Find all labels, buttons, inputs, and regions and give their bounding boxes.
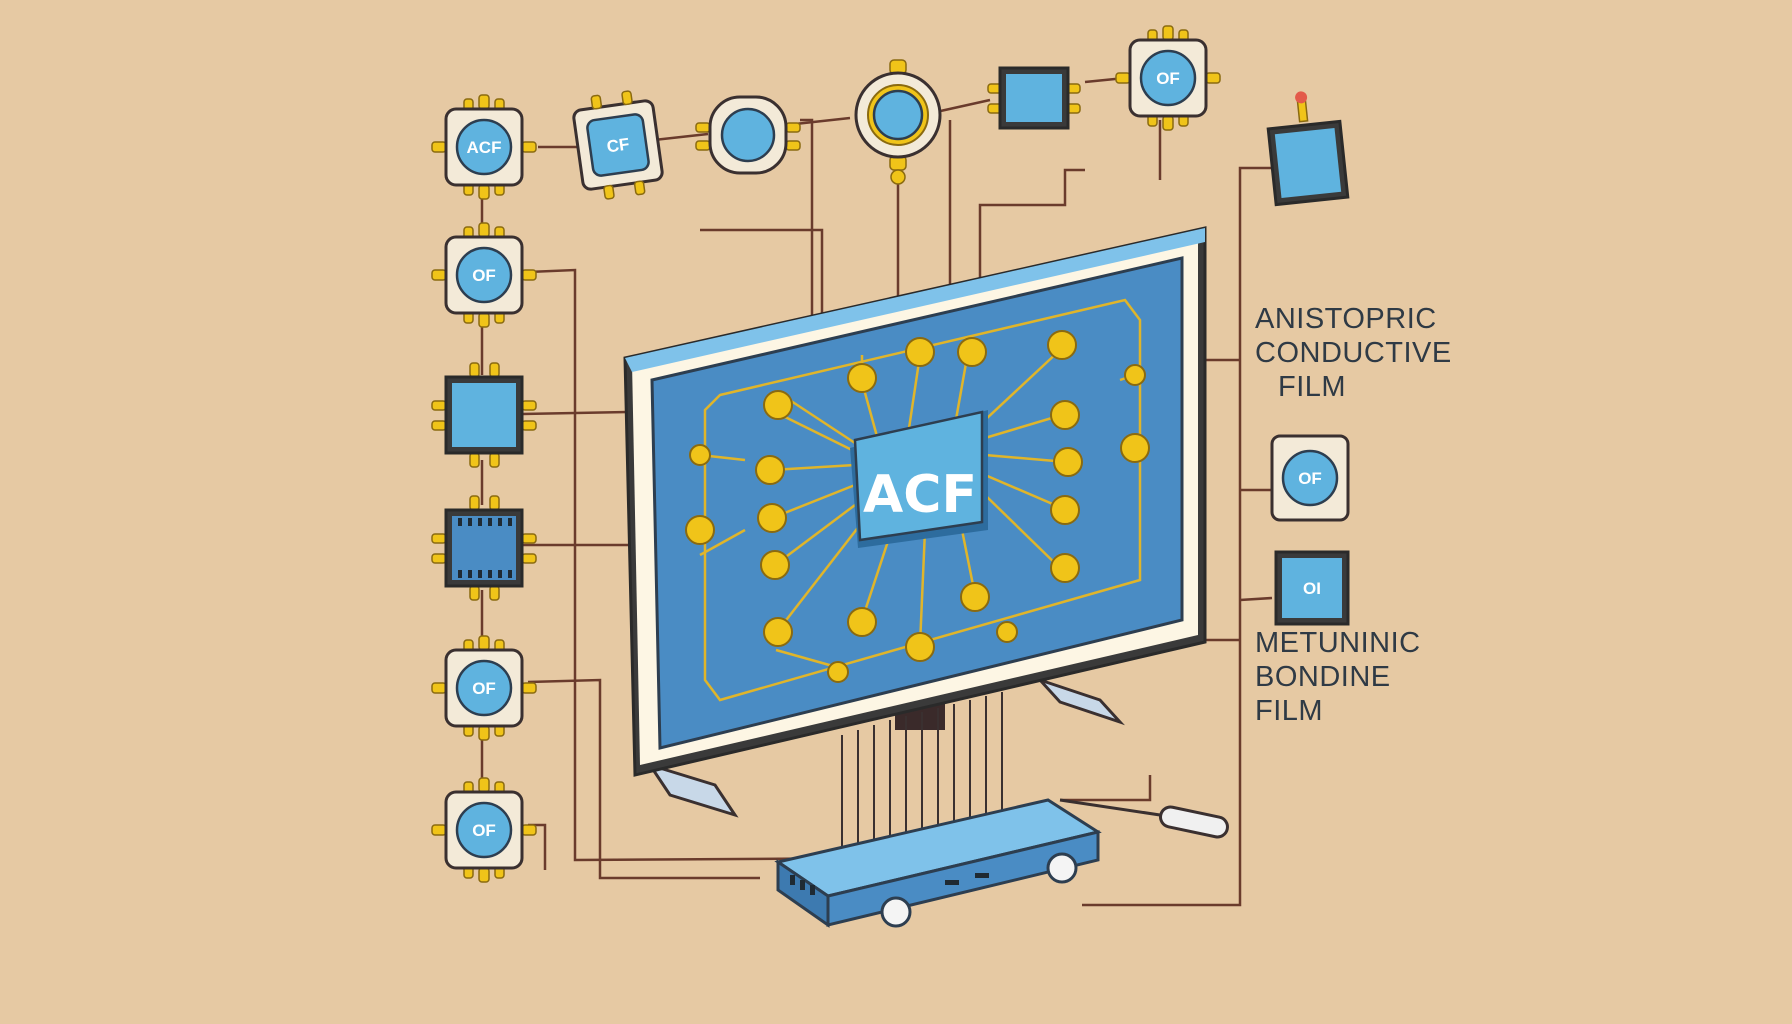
chip-left-3 xyxy=(431,495,537,601)
chip-right-mid: OF xyxy=(1270,434,1350,522)
acf-chip: ACF xyxy=(850,410,988,548)
label-bottom-line-1: METUNINIC xyxy=(1255,627,1421,659)
chip-left-6-label: OF xyxy=(472,821,496,840)
screen-pads xyxy=(685,330,1150,683)
label-bottom-line-3: FILM xyxy=(1255,695,1323,727)
chip-top-2-label: CF xyxy=(606,135,631,157)
chip-left-1-label: OF xyxy=(472,266,496,285)
label-bottom-line-2: BONDINE xyxy=(1255,661,1391,693)
chip-top-5 xyxy=(987,66,1081,130)
chip-right-mid-label: OF xyxy=(1298,469,1322,488)
label-top-line-3: FILM xyxy=(1278,371,1346,403)
chip-top-6: OF xyxy=(1115,25,1221,131)
acf-chip-label: ACF xyxy=(863,465,977,525)
chip-top-4 xyxy=(854,59,942,185)
label-bonding-film: METUNINIC BONDINE FILM xyxy=(1255,627,1421,727)
chip-top-6-label: OF xyxy=(1156,69,1180,88)
chip-left-6: OF xyxy=(431,777,537,883)
chip-top-2: CF xyxy=(572,90,664,200)
chip-top-1-label: ACF xyxy=(467,138,502,157)
label-top-line-1: ANISTOPRIC xyxy=(1255,303,1437,335)
chip-left-1: OF xyxy=(431,222,537,328)
chip-right-low-label: OI xyxy=(1303,579,1321,598)
label-top-line-2: CONDUCTIVE xyxy=(1255,337,1452,369)
chip-top-1: ACF xyxy=(431,94,537,200)
chip-left-5: OF xyxy=(431,635,537,741)
chip-top-3 xyxy=(695,95,801,175)
chip-left-5-label: OF xyxy=(472,679,496,698)
label-anisotropic-film: ANISTOPRIC CONDUCTIVE FILM xyxy=(1255,303,1452,403)
chip-left-2 xyxy=(431,362,537,468)
chip-right-low: OI xyxy=(1274,550,1350,626)
set-top-box xyxy=(774,798,1229,928)
chip-right-top xyxy=(1266,91,1350,207)
